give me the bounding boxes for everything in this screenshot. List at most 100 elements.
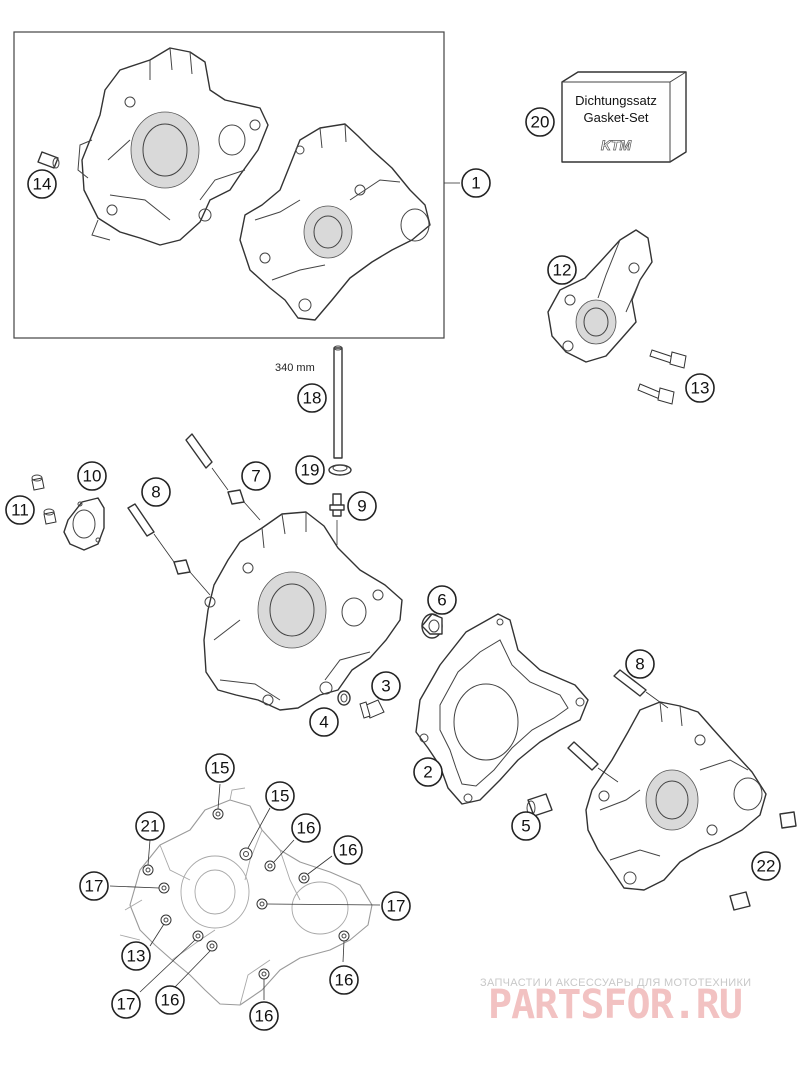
callout-21: 21 — [135, 811, 165, 841]
bearing-bush-6 — [421, 613, 443, 639]
screw-17-b — [256, 898, 268, 910]
svg-text:14: 14 — [33, 175, 52, 194]
callout-7: 7 — [241, 461, 271, 491]
screw-16-e — [258, 968, 270, 980]
callout-13-top: 13 — [685, 373, 715, 403]
callout-16-b: 16 — [333, 835, 363, 865]
hose-clamp-19 — [328, 464, 352, 476]
screw-17-c — [192, 930, 204, 942]
callout-9: 9 — [347, 491, 377, 521]
screw-17-a — [158, 882, 170, 894]
gasket-box-line2: Gasket-Set — [583, 110, 648, 125]
svg-text:16: 16 — [255, 1007, 274, 1026]
breather-nipple-9 — [329, 493, 345, 545]
callout-22: 22 — [751, 851, 781, 881]
crankcase-left-half-top — [77, 47, 269, 246]
callout-13-bottom: 13 — [121, 941, 151, 971]
dowel-pin-7-long — [185, 433, 213, 469]
dowel-pin-14 — [37, 151, 60, 169]
svg-text:8: 8 — [635, 655, 644, 674]
callout-15-a: 15 — [205, 753, 235, 783]
svg-text:1: 1 — [471, 174, 480, 193]
crankcase-left-half-main — [203, 511, 403, 711]
svg-text:2: 2 — [423, 763, 432, 782]
watermark-tagline: ЗАПЧАСТИ И АКСЕССУАРЫ ДЛЯ МОТОТЕХНИКИ — [480, 977, 751, 989]
svg-text:16: 16 — [161, 991, 180, 1010]
bearing-cover-12 — [547, 229, 653, 363]
callout-16-c: 16 — [329, 965, 359, 995]
svg-text:10: 10 — [83, 467, 102, 486]
dowel-22-b — [729, 891, 751, 911]
breather-hose-18 — [333, 345, 343, 459]
svg-text:15: 15 — [271, 787, 290, 806]
screw-13-b — [637, 383, 675, 405]
svg-text:6: 6 — [437, 591, 446, 610]
svg-text:18: 18 — [303, 389, 322, 408]
callout-17-a: 17 — [79, 871, 109, 901]
gasket-box-line1: Dichtungssatz — [575, 93, 657, 108]
callout-2: 2 — [413, 757, 443, 787]
screw-16-d — [206, 940, 218, 952]
svg-text:16: 16 — [335, 971, 354, 990]
svg-text:7: 7 — [251, 467, 260, 486]
screw-16-b — [298, 872, 310, 884]
callout-6: 6 — [427, 585, 457, 615]
svg-text:16: 16 — [297, 819, 316, 838]
callout-10: 10 — [77, 461, 107, 491]
callout-8-right: 8 — [625, 649, 655, 679]
dowel-pin-8-right-a — [613, 669, 647, 697]
assembly-frame — [13, 31, 445, 339]
svg-text:3: 3 — [381, 677, 390, 696]
callout-18: 18 — [297, 383, 327, 413]
callout-15-b: 15 — [265, 781, 295, 811]
callout-16-e: 16 — [249, 1001, 279, 1031]
callout-5: 5 — [511, 811, 541, 841]
ghost-crankcase-outline — [119, 787, 373, 1006]
svg-text:17: 17 — [117, 995, 136, 1014]
callout-11: 11 — [5, 495, 35, 525]
callout-16-d: 16 — [155, 985, 185, 1015]
svg-text:22: 22 — [757, 857, 776, 876]
watermark-logo: PARTSFOR.RU — [488, 982, 742, 1028]
screw-11-a — [31, 474, 45, 491]
callout-20: 20 — [525, 107, 555, 137]
svg-text:9: 9 — [357, 497, 366, 516]
svg-text:20: 20 — [531, 113, 550, 132]
right-dowel-axis-lines — [597, 691, 669, 783]
screw-15-b — [239, 847, 253, 861]
screw-13-a — [649, 349, 687, 369]
dowel-pin-7-short — [227, 489, 245, 505]
watermark: ЗАПЧАСТИ И АКСЕССУАРЫ ДЛЯ МОТОТЕХНИКИ PA… — [480, 977, 751, 1028]
svg-text:13: 13 — [127, 947, 146, 966]
dowel-pin-8-long — [127, 503, 155, 537]
svg-text:11: 11 — [11, 501, 29, 520]
screw-11-b — [43, 508, 57, 525]
screw-16-a — [264, 860, 276, 872]
callout-19: 19 — [295, 455, 325, 485]
dowel-axis-lines — [153, 467, 261, 596]
svg-text:5: 5 — [521, 817, 530, 836]
dowel-pin-8-short — [173, 559, 191, 575]
callout-4: 4 — [309, 707, 339, 737]
callout-8-left: 8 — [141, 477, 171, 507]
hose-length-label: 340 mm — [275, 362, 315, 374]
callout-1: 1 — [461, 168, 491, 198]
svg-text:16: 16 — [339, 841, 358, 860]
screw-21 — [142, 864, 154, 876]
screw-16-c — [338, 930, 350, 942]
svg-text:4: 4 — [319, 713, 328, 732]
o-ring-4 — [337, 690, 351, 706]
gasket-set-box: Dichtungssatz Gasket-Set KTM — [561, 71, 687, 163]
svg-text:13: 13 — [691, 379, 710, 398]
callout-16-a: 16 — [291, 813, 321, 843]
svg-text:17: 17 — [85, 877, 104, 896]
crankcase-right-half-top — [239, 123, 431, 321]
dowel-22-a — [779, 811, 797, 829]
callout-17-c: 17 — [111, 989, 141, 1019]
callout-3: 3 — [371, 671, 401, 701]
screw-plug-3 — [359, 699, 385, 719]
screw-15-a — [212, 808, 224, 820]
svg-text:17: 17 — [387, 897, 406, 916]
callout-17-b: 17 — [381, 891, 411, 921]
